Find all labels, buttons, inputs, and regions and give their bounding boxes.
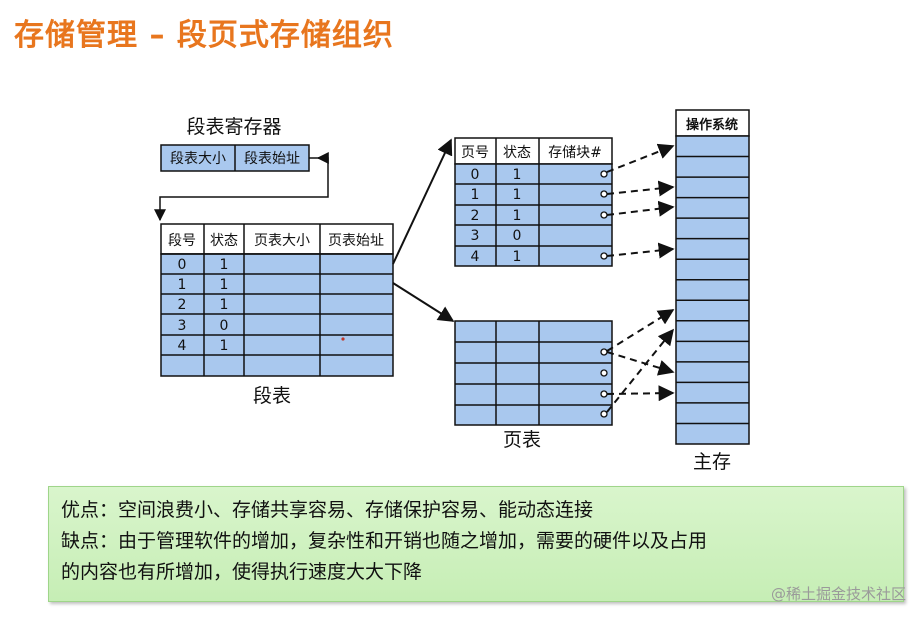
page-table-1: 页号 状态 存储块# 0 1 1 1 2 1 3 0 4 1 (454, 137, 613, 267)
main-memory-label: 主存 (693, 451, 731, 473)
segment-register-label: 段表寄存器 (186, 116, 281, 138)
register-field-size: 段表大小 (170, 151, 226, 167)
segment-register: 段表大小 段表始址 (160, 144, 310, 172)
pointer-dot (600, 369, 608, 377)
page-table-1-cell: 1 (513, 249, 522, 265)
pointer-dot (600, 348, 608, 356)
segment-table-cell: 1 (178, 277, 187, 293)
segment-to-page-table-1-arrow (392, 138, 453, 265)
pointer-dot (600, 390, 608, 398)
page-to-block-arrow (606, 242, 675, 259)
pointer-dot (600, 170, 608, 178)
register-field-base: 段表始址 (244, 151, 300, 167)
page-table-1-cell: 1 (513, 167, 522, 183)
page-table-2 (454, 320, 613, 426)
segment-table: 段号 状态 页表大小 页表始址 0 1 1 1 2 1 3 0 4 1 (160, 223, 394, 377)
segment-table-cell: 3 (178, 318, 187, 334)
page-to-block-arrow (606, 351, 675, 376)
page-table-1-header-page-no: 页号 (461, 145, 489, 161)
page-table-1-cell: 4 (471, 249, 480, 265)
segment-table-cell: 2 (178, 297, 187, 313)
page-to-block-arrow (606, 143, 675, 173)
page-to-block-arrow (606, 309, 675, 352)
segment-page-diagram: 段表寄存器 段表大小 段表始址 段号 状态 页表大小 页表始址 0 1 1 1 (154, 109, 750, 473)
segment-table-cell: 0 (220, 318, 229, 334)
page-table-1-cell: 3 (471, 228, 480, 244)
segment-table-header-seg-no: 段号 (168, 233, 196, 249)
watermark: @稀土掘金技术社区 (770, 585, 906, 603)
segment-table-header-status: 状态 (210, 233, 238, 249)
main-memory-os-label: 操作系统 (686, 117, 738, 133)
main-memory: 操作系统 (675, 109, 750, 445)
segment-table-cell: 0 (178, 257, 187, 273)
segment-table-cell: 1 (220, 338, 229, 354)
segment-table-cell: 1 (220, 257, 229, 273)
cursor-dot (341, 337, 345, 341)
page-table-1-cell: 1 (513, 187, 522, 203)
page-table-1-cell: 1 (471, 187, 480, 203)
segment-to-page-table-2-arrow (392, 282, 455, 322)
disadvantages-text-line-1: 缺点：由于管理软件的增加，复杂性和开销也随之增加，需要的硬件以及占用 (61, 530, 708, 552)
page-to-block-arrow (606, 385, 675, 402)
pointer-dot (600, 410, 608, 418)
page-table-1-cell: 0 (513, 228, 522, 244)
page-title: 存储管理 – 段页式存储组织 (14, 18, 394, 53)
page-table-label: 页表 (503, 429, 541, 451)
page-table-1-cell: 0 (471, 167, 480, 183)
advantages-text: 优点：空间浪费小、存储共享容易、存储保护容易、能动态连接 (61, 499, 594, 521)
segment-table-cell: 4 (178, 338, 187, 354)
pointer-dot (600, 190, 608, 198)
segment-table-cell: 1 (220, 277, 229, 293)
segment-table-label: 段表 (253, 385, 291, 407)
page-table-1-header-block: 存储块# (548, 145, 602, 161)
segment-table-header-pt-size: 页表大小 (254, 233, 310, 249)
segment-table-cell: 1 (220, 297, 229, 313)
page-to-block-arrow (606, 328, 675, 413)
pointer-dot (600, 211, 608, 219)
segment-table-header-pt-base: 页表始址 (328, 233, 384, 249)
page-to-block-arrow (606, 200, 675, 217)
pointer-dot (600, 252, 608, 260)
page-table-1-header-status: 状态 (503, 145, 531, 161)
pros-cons-note: 优点：空间浪费小、存储共享容易、存储保护容易、能动态连接 缺点：由于管理软件的增… (48, 486, 904, 602)
page-to-block-arrow (606, 180, 675, 197)
page-table-1-cell: 2 (471, 208, 480, 224)
disadvantages-text-line-2: 的内容也有所增加，使得执行速度大大下降 (61, 561, 423, 583)
page-table-1-cell: 1 (513, 208, 522, 224)
